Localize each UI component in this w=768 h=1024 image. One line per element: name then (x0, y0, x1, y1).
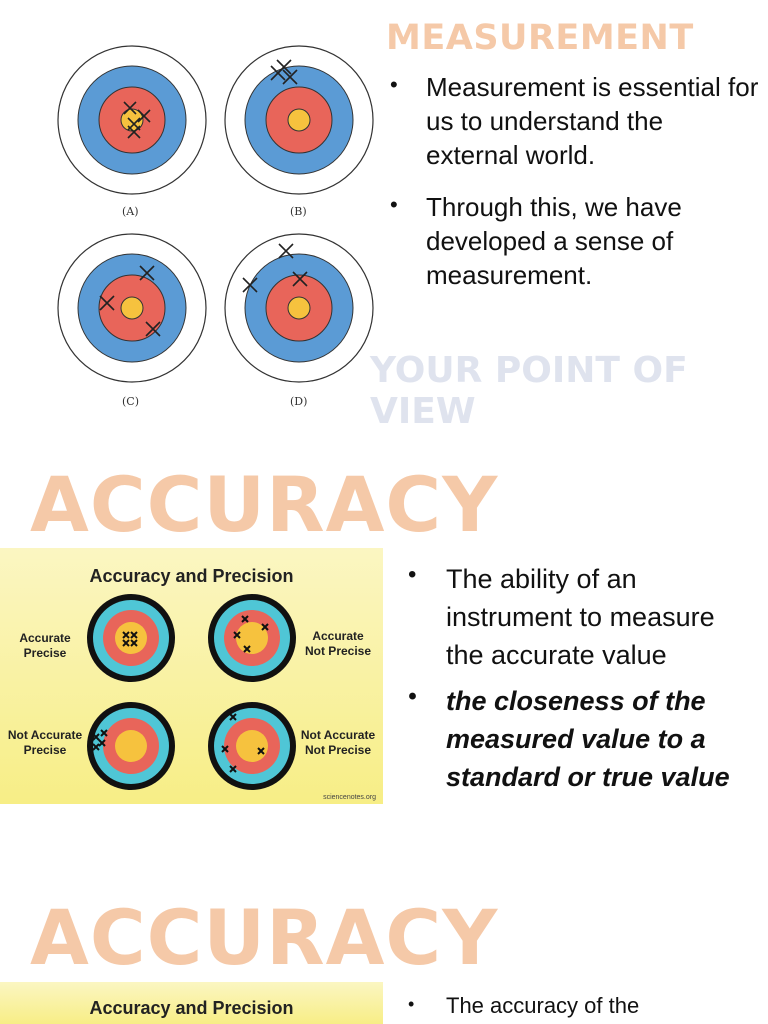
bullet-item: The ability of an instrument to measure … (408, 556, 758, 674)
accuracy-title: ACCURACY (30, 460, 499, 549)
label-precise: Precise (24, 646, 67, 660)
label-a: (A) (122, 205, 139, 218)
label-c: (C) (122, 395, 139, 408)
point-of-view-watermark: YOUR POINT OF VIEW (370, 350, 688, 432)
label-not-accurate: Not Accurate (301, 728, 376, 742)
label-accurate: Accurate (19, 631, 71, 645)
label-not-precise: Not Precise (305, 743, 371, 757)
label-not-precise: Not Precise (305, 644, 371, 658)
accuracy-precision-panel (0, 548, 383, 804)
accuracy-bullets: The ability of an instrument to measure … (408, 556, 758, 804)
bullet-item: The accuracy of the (408, 990, 758, 1020)
label-d: (D) (290, 395, 307, 408)
label-b: (B) (290, 205, 307, 218)
accuracy-bullets-2: The accuracy of the (408, 990, 758, 1020)
target-not-accurate-not-precise (208, 702, 296, 790)
target-not-accurate-precise (87, 702, 175, 790)
target-d (224, 233, 374, 383)
bullet-item-emphasis: the closeness of the measured value to a… (408, 678, 758, 796)
label-not-accurate: Not Accurate (8, 728, 83, 742)
target-diagrams: (A) (B) (C) (D) (57, 45, 374, 408)
label-precise: Precise (24, 743, 67, 757)
target-accurate-not-precise (208, 594, 296, 682)
label-accurate: Accurate (312, 629, 364, 643)
source-credit: sciencenotes.org (323, 794, 376, 801)
measurement-bullets: Measurement is essential for us to under… (390, 68, 760, 310)
panel-title-2: Accuracy and Precision (89, 998, 294, 1018)
target-c (57, 233, 207, 383)
target-b (224, 45, 374, 195)
bullet-item: Measurement is essential for us to under… (390, 68, 760, 172)
target-a (57, 45, 207, 195)
accuracy-precision-panel-2 (0, 982, 383, 1024)
measurement-title: MEASUREMENT (386, 18, 694, 58)
accuracy-precision-targets: Accurate Precise Accurate Not Precise No… (8, 594, 376, 801)
panel-title: Accuracy and Precision (89, 566, 294, 586)
target-accurate-precise (87, 594, 175, 682)
bullet-item: Through this, we have developed a sense … (390, 188, 760, 292)
accuracy-title-2: ACCURACY (30, 893, 499, 982)
